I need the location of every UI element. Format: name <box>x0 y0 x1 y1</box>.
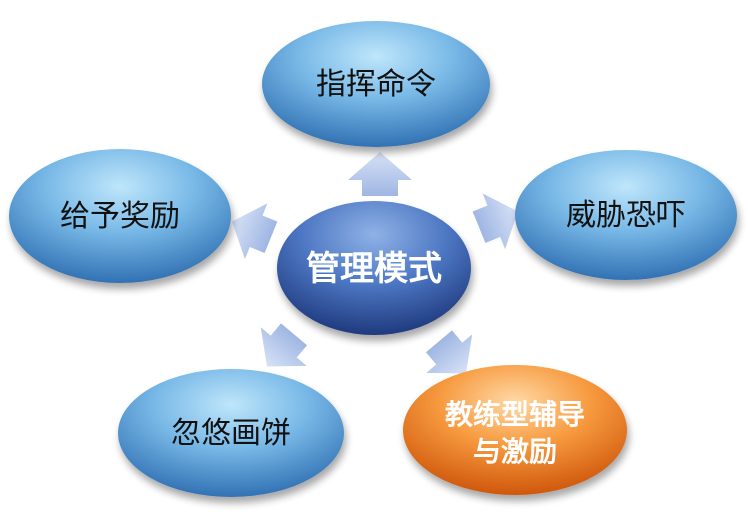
node-bottom-right-label-line2: 与激励 <box>473 435 557 468</box>
node-center: 管理模式 <box>277 201 471 335</box>
node-top: 指挥命令 <box>262 21 490 147</box>
node-bottom-left: 忽悠画饼 <box>118 369 344 497</box>
node-left: 给予奖励 <box>9 149 231 283</box>
arrow-to-bottom-right <box>425 330 473 374</box>
node-bottom-right-label-line1: 教练型辅导 <box>445 398 585 431</box>
arrow-to-left <box>232 203 278 260</box>
node-top-label: 指挥命令 <box>316 67 436 102</box>
node-bottom-right: 教练型辅导 与激励 <box>403 365 627 495</box>
node-right-label: 威胁恐吓 <box>566 198 686 233</box>
node-center-label: 管理模式 <box>306 249 442 289</box>
arrow-to-top <box>348 152 412 196</box>
node-bottom-left-label: 忽悠画饼 <box>171 416 291 451</box>
node-left-label: 给予奖励 <box>60 199 180 234</box>
arrow-to-bottom-left <box>260 323 308 367</box>
arrow-to-right <box>472 193 518 250</box>
node-right: 威胁恐吓 <box>515 150 737 280</box>
